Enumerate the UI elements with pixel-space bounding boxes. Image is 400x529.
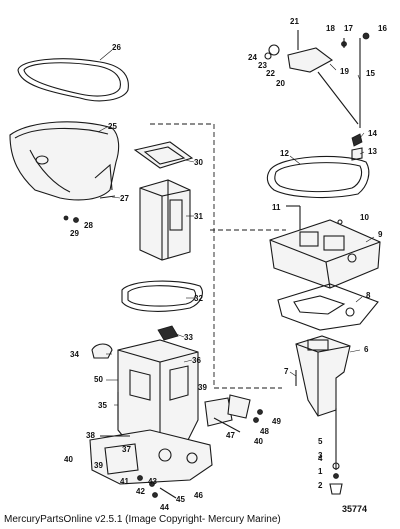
- callout-36: 36: [192, 356, 201, 365]
- callout-26: 26: [112, 43, 121, 52]
- callout-34: 34: [70, 350, 79, 359]
- callout-25: 25: [108, 122, 117, 131]
- callout-9: 9: [378, 230, 383, 239]
- callout-15: 15: [366, 69, 375, 78]
- callout-11: 11: [272, 203, 281, 212]
- callout-16: 16: [378, 24, 387, 33]
- callout-5: 5: [318, 437, 323, 446]
- parts-33-34: [91, 325, 179, 359]
- leader-lines: [97, 49, 375, 406]
- callout-4: 4: [318, 454, 323, 463]
- gasket-8: [277, 283, 379, 331]
- adapter-plate-9: [269, 219, 381, 289]
- callout-40b: 40: [254, 437, 263, 446]
- callout-41: 41: [120, 477, 129, 486]
- callout-27: 27: [120, 194, 129, 203]
- callout-6: 6: [364, 345, 369, 354]
- clips-13-14: [351, 133, 363, 161]
- adapter-31: [139, 179, 191, 261]
- callout-10: 10: [360, 213, 369, 222]
- callout-44: 44: [160, 503, 169, 512]
- callout-8: 8: [366, 291, 371, 300]
- screws-27-28-29: [63, 195, 116, 223]
- cover-30: [133, 141, 194, 169]
- callout-50: 50: [94, 375, 103, 384]
- callout-1: 1: [318, 467, 323, 476]
- callout-39b: 39: [94, 461, 103, 470]
- callout-2: 2: [318, 481, 323, 490]
- callout-3: 3: [318, 451, 323, 460]
- callout-47: 47: [226, 431, 235, 440]
- shift-linkage: [264, 30, 370, 73]
- callout-21: 21: [290, 17, 299, 26]
- callout-45: 45: [176, 495, 185, 504]
- bracket-39: [204, 394, 263, 433]
- callout-labels: 1 2 3 4 5 6 7 8 9 10 11 12 13 14 15 16 1…: [64, 17, 387, 512]
- callout-46: 46: [194, 491, 203, 500]
- footer-caption: MercuryPartsOnline v2.5.1 (Image Copyrig…: [4, 514, 281, 525]
- seal-12: [266, 155, 370, 199]
- callout-17: 17: [344, 24, 353, 33]
- callout-7: 7: [284, 367, 289, 376]
- callout-48: 48: [260, 427, 269, 436]
- callout-29: 29: [70, 229, 79, 238]
- fasteners-41-46: [137, 475, 177, 499]
- callout-37: 37: [122, 445, 131, 454]
- callout-19: 19: [340, 67, 349, 76]
- exhaust-housing-6: [295, 335, 351, 417]
- callout-32: 32: [194, 294, 203, 303]
- callout-43: 43: [148, 477, 157, 486]
- callout-14: 14: [368, 129, 377, 138]
- callout-33: 33: [184, 333, 193, 342]
- chaps-25: [9, 121, 120, 201]
- callout-24: 24: [248, 53, 257, 62]
- callout-20: 20: [276, 79, 285, 88]
- rod-19: [317, 71, 359, 125]
- fasteners-1-4: [329, 462, 343, 495]
- gasket-32: [121, 280, 203, 312]
- callout-13: 13: [368, 147, 377, 156]
- callout-35: 35: [98, 401, 107, 410]
- callout-22: 22: [266, 69, 275, 78]
- callout-18: 18: [326, 24, 335, 33]
- callout-31: 31: [194, 212, 203, 221]
- diagram-number: 35774: [342, 504, 367, 514]
- callout-39a: 39: [198, 383, 207, 392]
- gearcase-base: [89, 429, 213, 485]
- callout-38: 38: [86, 431, 95, 440]
- callout-40a: 40: [64, 455, 73, 464]
- callout-23: 23: [258, 61, 267, 70]
- callout-42: 42: [136, 487, 145, 496]
- callout-49: 49: [272, 417, 281, 426]
- callout-12: 12: [280, 149, 289, 158]
- callout-30: 30: [194, 158, 203, 167]
- callout-28: 28: [84, 221, 93, 230]
- dashed-reference-lines: [150, 123, 286, 389]
- seal-26: [17, 58, 129, 102]
